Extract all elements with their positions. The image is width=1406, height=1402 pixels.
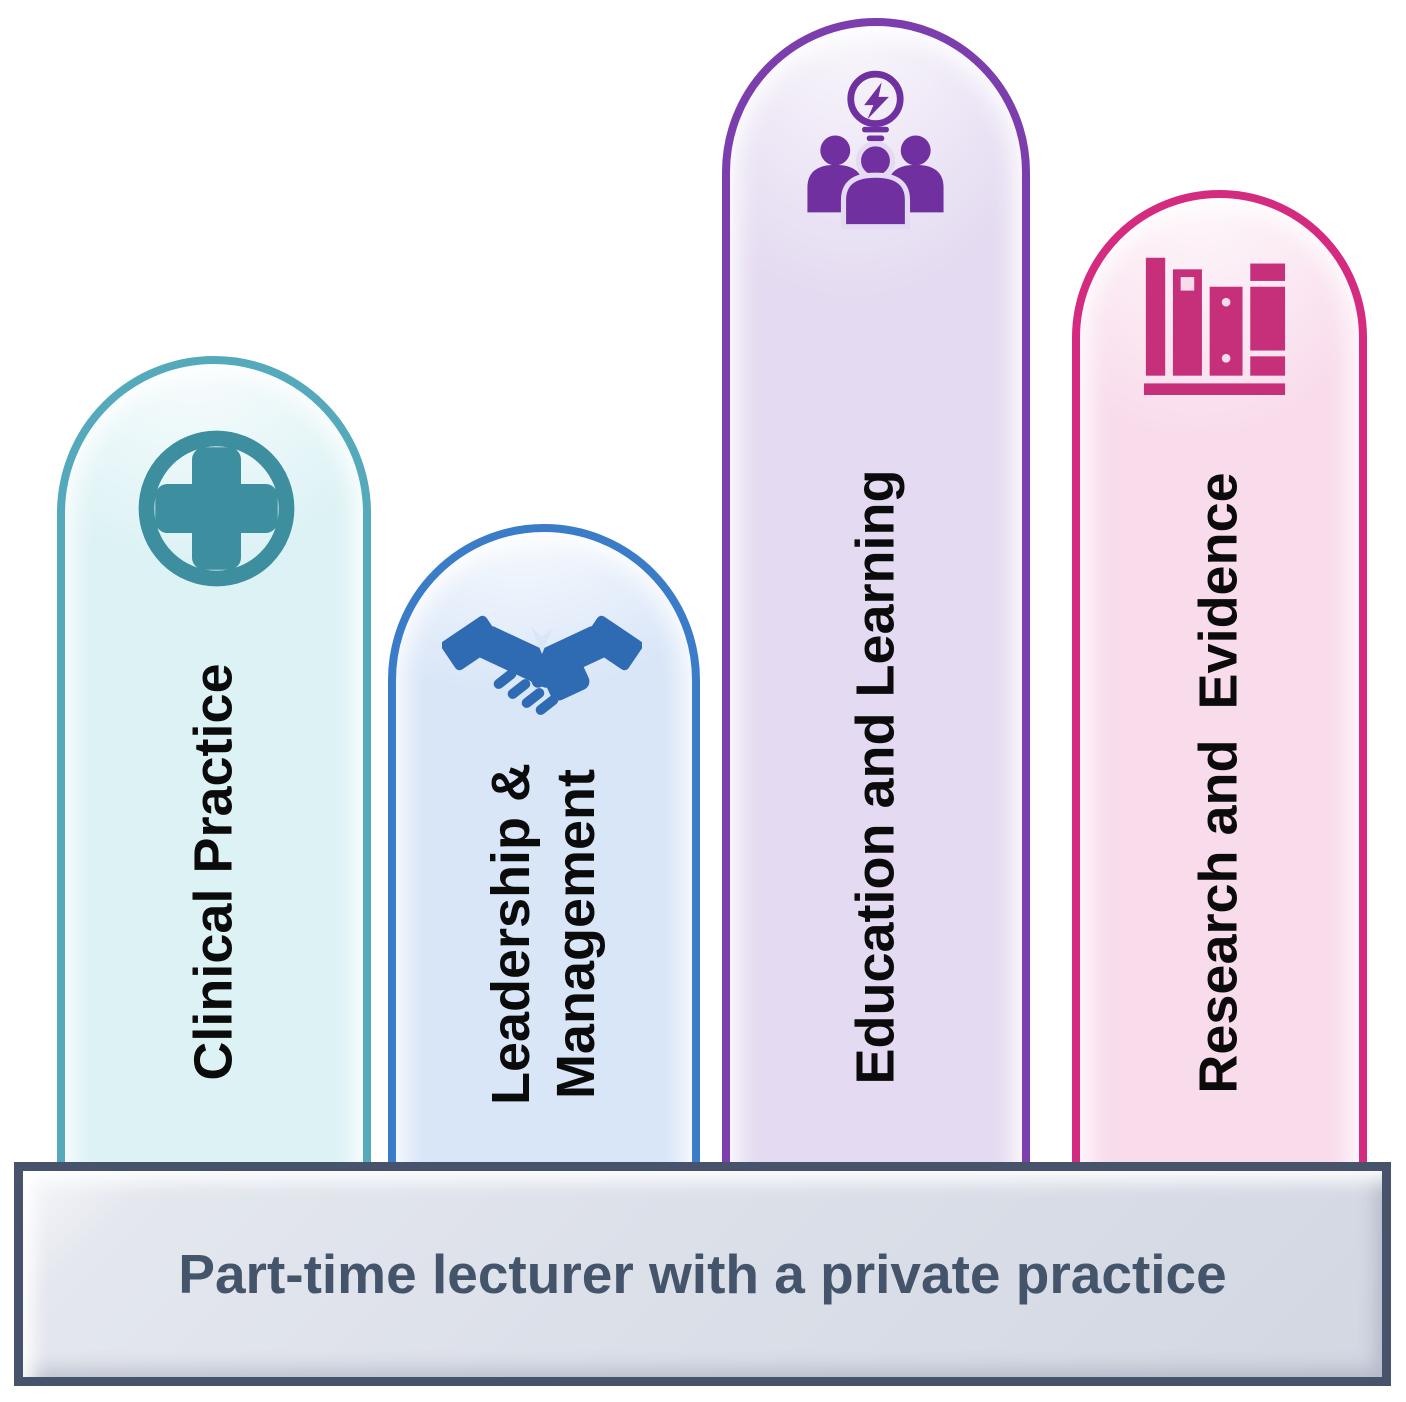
pillar-shape [388, 524, 700, 1260]
bookshelf-icon [1142, 250, 1287, 395]
base-banner-label: Part-time lecturer with a private practi… [178, 1243, 1227, 1305]
pillar-label: Clinical Practice [183, 663, 244, 1081]
pillar-clinical-practice: Clinical Practice [57, 356, 371, 1260]
base-banner: Part-time lecturer with a private practi… [14, 1162, 1391, 1386]
handshake-icon [442, 596, 642, 716]
pillar-label: Leadership & Management [481, 762, 606, 1106]
pillar-education-learning: Education and Learning [722, 18, 1030, 1260]
pillar-label: Research and Evidence [1188, 472, 1249, 1094]
team-idea-icon [796, 70, 956, 235]
pillar-label: Education and Learning [845, 469, 906, 1085]
pillar-leadership-management: Leadership & Management [388, 524, 700, 1260]
medical-cross-icon [129, 421, 304, 596]
pillar-research-evidence: Research and Evidence [1072, 190, 1367, 1260]
